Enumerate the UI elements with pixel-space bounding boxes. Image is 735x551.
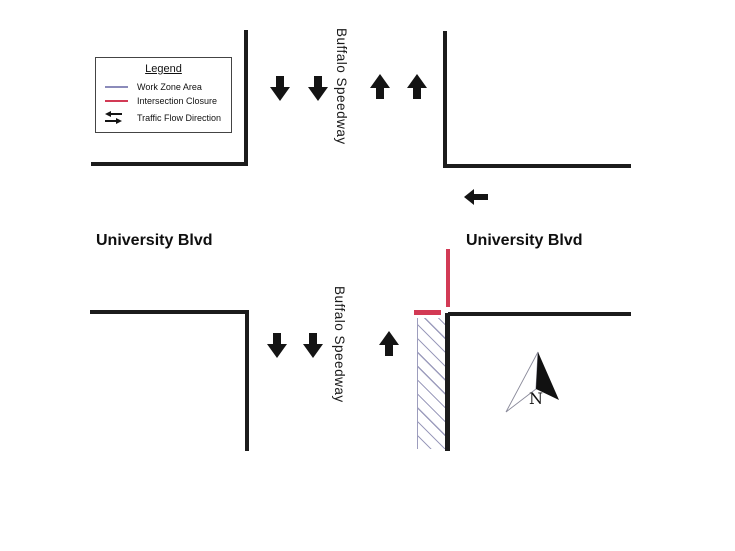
street-label-buffalo-speedway-south: Buffalo Speedway	[332, 286, 347, 403]
road-edge-sw-horizontal	[90, 310, 248, 314]
street-label-university-blvd-east: University Blvd	[466, 232, 583, 249]
legend-title: Legend	[145, 63, 182, 75]
closure-bar-horizontal	[414, 310, 441, 315]
road-edge-ne-vertical	[443, 31, 447, 168]
closure-bar-vertical	[446, 249, 450, 307]
flow-arrow-northbound-1-icon	[370, 74, 390, 99]
north-arrow-icon: N	[505, 351, 559, 413]
north-label: N	[529, 389, 543, 408]
work-zone-hatched-area	[417, 318, 445, 449]
legend-item-intersection-closure: Intersection Closure	[105, 96, 217, 106]
work-zone-line-icon	[105, 85, 128, 89]
small-right-arrow-icon	[105, 118, 122, 124]
road-edge-se-vertical	[445, 313, 450, 451]
road-edge-sw-vertical	[245, 310, 249, 451]
road-edge-se-horizontal	[448, 312, 631, 316]
flow-arrow-southbound-3-icon	[267, 333, 287, 358]
legend-item-label: Work Zone Area	[137, 82, 202, 92]
flow-arrow-westbound-icon	[464, 189, 488, 205]
street-label-university-blvd-west: University Blvd	[96, 232, 213, 249]
flow-arrow-northbound-2-icon	[407, 74, 427, 99]
flow-arrow-southbound-1-icon	[270, 76, 290, 101]
small-left-arrow-icon	[105, 111, 122, 117]
road-edge-nw-vertical	[244, 30, 248, 166]
road-edge-nw-horizontal	[91, 162, 248, 166]
legend-item-traffic-flow: Traffic Flow Direction	[105, 111, 221, 124]
legend-item-label: Intersection Closure	[137, 96, 218, 106]
closure-line-icon	[105, 99, 128, 103]
flow-arrow-northbound-3-icon	[379, 331, 399, 356]
street-label-buffalo-speedway-north: Buffalo Speedway	[334, 28, 349, 145]
flow-arrow-southbound-2-icon	[308, 76, 328, 101]
legend-item-label: Traffic Flow Direction	[137, 112, 222, 123]
flow-arrow-southbound-4-icon	[303, 333, 323, 358]
road-edge-ne-horizontal	[443, 164, 631, 168]
flow-arrows-icon	[105, 111, 128, 124]
legend: Legend Work Zone Area Intersection Closu…	[95, 57, 232, 133]
legend-item-work-zone: Work Zone Area	[105, 82, 202, 92]
